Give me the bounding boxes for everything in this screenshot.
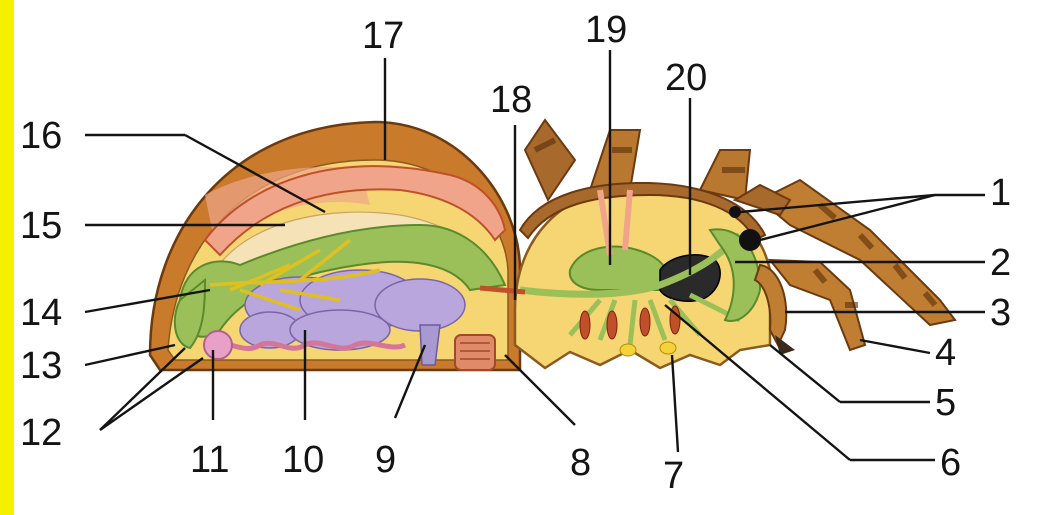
label-3: 3 bbox=[990, 292, 1011, 334]
label-1: 1 bbox=[990, 172, 1011, 214]
label-15: 15 bbox=[20, 205, 62, 247]
label-16: 16 bbox=[20, 115, 62, 157]
label-4: 4 bbox=[935, 332, 956, 374]
label-14: 14 bbox=[20, 292, 62, 334]
label-7: 7 bbox=[663, 455, 684, 497]
label-2: 2 bbox=[990, 242, 1011, 284]
label-19: 19 bbox=[585, 9, 627, 51]
label-13: 13 bbox=[20, 345, 62, 387]
label-5: 5 bbox=[935, 382, 956, 424]
eye-small bbox=[729, 206, 741, 218]
label-18: 18 bbox=[490, 79, 532, 121]
label-10: 10 bbox=[282, 439, 324, 481]
label-6: 6 bbox=[940, 442, 961, 484]
book-lung bbox=[455, 335, 495, 370]
label-20: 20 bbox=[665, 57, 707, 99]
spinneret-region bbox=[204, 331, 232, 359]
abdomen bbox=[150, 122, 520, 370]
leg-1 bbox=[525, 120, 575, 200]
label-8: 8 bbox=[570, 442, 591, 484]
label-12: 12 bbox=[20, 412, 62, 454]
leg-2 bbox=[590, 130, 640, 190]
label-9: 9 bbox=[375, 439, 396, 481]
label-11: 11 bbox=[190, 439, 229, 481]
eye-large bbox=[739, 229, 761, 251]
label-17: 17 bbox=[362, 15, 404, 57]
